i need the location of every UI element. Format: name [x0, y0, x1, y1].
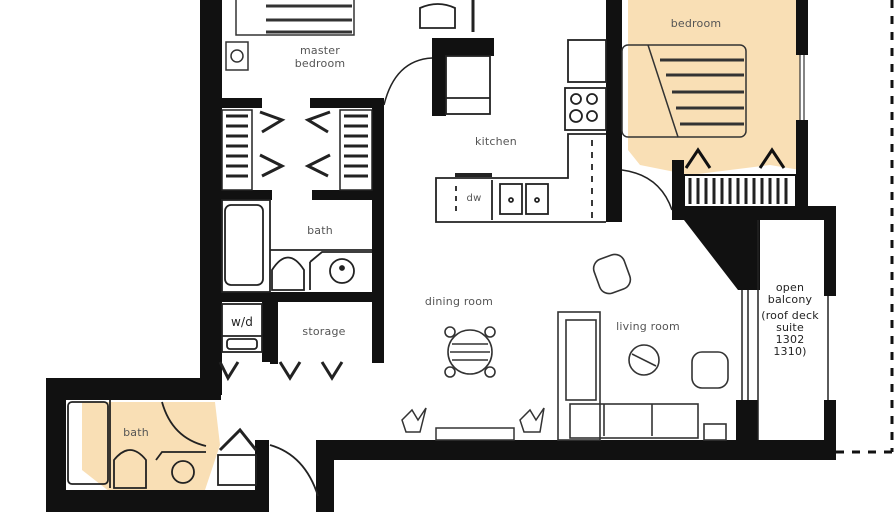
- dining-room-label: dining room: [424, 295, 494, 308]
- balcony-outline: [741, 220, 829, 440]
- balcony-label-line4: suite: [776, 321, 804, 334]
- master-closets: [221, 109, 373, 191]
- master-door-swing: [383, 57, 433, 106]
- ensuite-bath-label: bath: [123, 426, 149, 439]
- kitchen-label: kitchen: [475, 135, 517, 148]
- bedroom-closet: [683, 147, 797, 208]
- dishwasher-label: dw: [466, 193, 482, 204]
- balcony-label-line6: 1310): [773, 345, 807, 358]
- plants-and-console: [401, 407, 545, 441]
- bedroom-door-swing: [621, 169, 673, 211]
- bedroom-label: bedroom: [670, 17, 722, 30]
- walls: [46, 0, 836, 512]
- living-room-furniture: [557, 253, 729, 441]
- bedroom-window: [799, 55, 805, 120]
- storage-label: storage: [302, 325, 346, 338]
- washer-dryer-unit: [218, 303, 344, 382]
- master-bed: [225, 0, 355, 71]
- master-bedroom-label-line2: bedroom: [294, 57, 346, 70]
- balcony-label: open balcony (roof deck suite 1302 1310): [752, 282, 828, 358]
- main-bath-fixtures: [221, 199, 372, 293]
- master-bedroom-label: master bedroom: [288, 44, 352, 70]
- ensuite-bath-fixtures: [67, 400, 319, 497]
- highlight-areas: [82, 0, 800, 492]
- bedroom-bed: [621, 44, 747, 138]
- balcony-label-line2: balcony: [767, 293, 813, 306]
- balcony-label-line1: open: [775, 281, 805, 294]
- master-bedroom-label-line1: master: [300, 44, 340, 57]
- balcony-label-line5: 1302: [775, 333, 805, 346]
- property-line: [836, 0, 896, 454]
- balcony-label-line3: (roof deck: [761, 309, 819, 322]
- dining-table: [444, 326, 496, 378]
- kitchen-fixtures: [419, 0, 607, 223]
- living-room-label: living room: [616, 320, 680, 333]
- main-bath-label: bath: [307, 224, 333, 237]
- washer-dryer-label: w/d: [230, 315, 254, 329]
